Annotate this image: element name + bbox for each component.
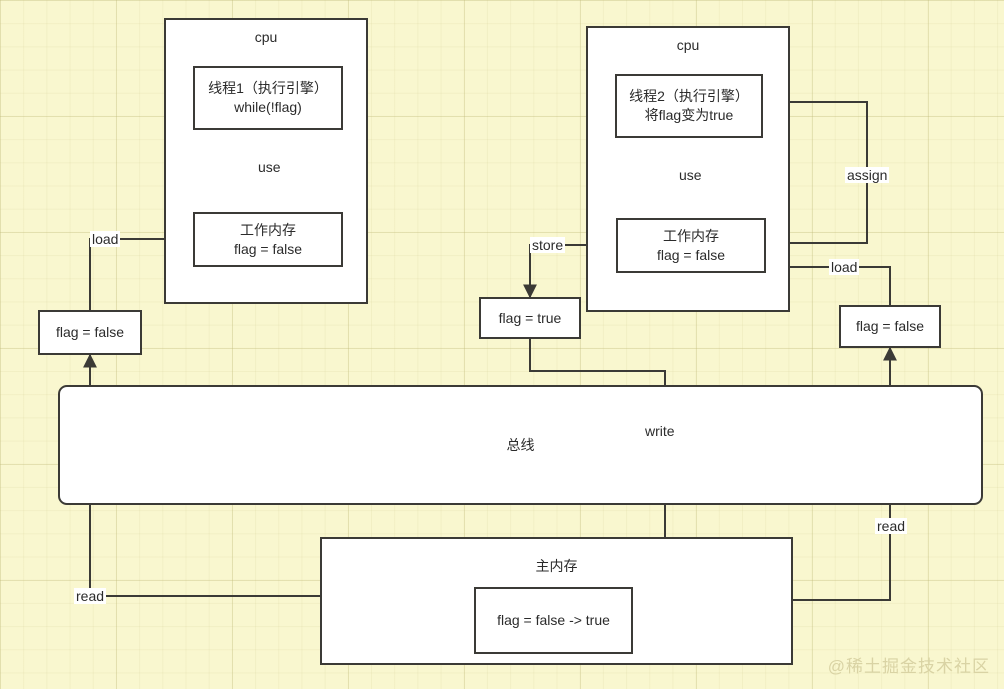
cache-box-right: flag = false [839, 305, 941, 348]
thread2-box: 线程2（执行引擎） 将flag变为true [615, 74, 763, 138]
edge-label-read-left: read [74, 588, 107, 604]
edge-label-assign: assign [845, 167, 890, 183]
edge-label-load-left: load [90, 231, 121, 247]
cpu-left-title: cpu [254, 29, 278, 45]
cache-box-middle: flag = true [479, 297, 581, 339]
bus-label: 总线 [506, 436, 535, 453]
main-memory-value-box: flag = false -> true [474, 587, 633, 654]
working-memory-left-box: 工作内存 flag = false [193, 212, 343, 267]
main-memory-title: 主内存 [535, 558, 578, 574]
watermark: @稀土掘金技术社区 [827, 657, 990, 676]
bus-box: 总线 [58, 385, 983, 505]
edge-label-load-right: load [829, 259, 860, 275]
thread1-box: 线程1（执行引擎） while(!flag) [193, 66, 343, 130]
cpu-right-title: cpu [676, 37, 700, 53]
use-label-right: use [679, 167, 702, 183]
working-memory-right-box: 工作内存 flag = false [616, 218, 766, 273]
use-label-left: use [258, 159, 281, 175]
edge-label-read-right: read [875, 518, 908, 534]
edge-label-write: write [645, 423, 675, 439]
cache-box-left: flag = false [38, 310, 142, 355]
edge-label-store: store [530, 237, 566, 253]
